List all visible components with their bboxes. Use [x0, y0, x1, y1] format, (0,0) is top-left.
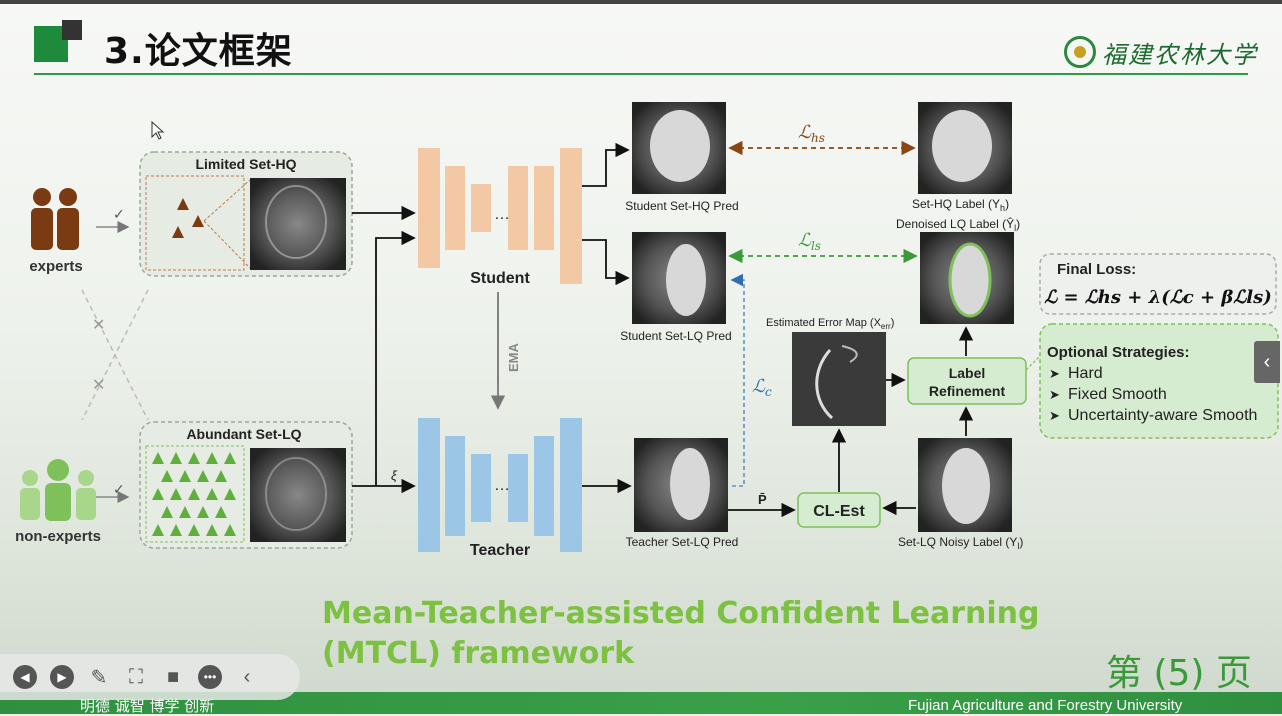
label-refinement-line1: Label [949, 365, 986, 381]
strategy-marker-icon: ➤ [1049, 387, 1060, 402]
estimated-error-map-label: Estimated Error Map (Xerr) [766, 317, 894, 331]
experts-check-icon: ✓ [113, 206, 125, 222]
non-experts-label: non-experts [15, 528, 101, 545]
collapse-icon[interactable]: ‹ [243, 665, 251, 688]
experts-icon [31, 188, 79, 250]
label-refinement-line2: Refinement [929, 383, 1006, 399]
teacher-label: Teacher [470, 542, 530, 559]
loss-hs-label: ℒhs [798, 122, 825, 145]
lq-mri-image [250, 448, 346, 542]
non-experts-icon [20, 459, 96, 521]
strategy-marker-icon: ➤ [1049, 366, 1060, 381]
optional-strategies-box [1039, 323, 1279, 439]
sethq-label-caption: Set-HQ Label (Yh) [912, 197, 1009, 213]
final-loss-title: Final Loss: [1057, 261, 1136, 278]
camera-icon[interactable]: ■ [166, 665, 180, 688]
loss-ls-label: ℒls [798, 230, 821, 253]
caption-line-1: Mean-Teacher-assisted Confident Learning [322, 596, 1040, 631]
set-lq-noisy-label-caption: Set-LQ Noisy Label (Yl) [898, 535, 1023, 551]
strategy-marker-icon: ➤ [1049, 408, 1060, 423]
side-collapse-icon[interactable]: ‹ [1254, 341, 1280, 383]
experts-label: experts [29, 258, 82, 275]
limited-set-hq-title: Limited Set-HQ [195, 156, 296, 172]
loss-c-label: ℒc [752, 376, 772, 399]
strategy-item: Fixed Smooth [1068, 386, 1167, 403]
student-dots: … [494, 206, 510, 223]
more-icon[interactable]: ••• [198, 665, 222, 689]
student-lq-pred-label: Student Set-LQ Pred [620, 329, 731, 343]
final-loss-formula: ℒ = ℒhs + λ(ℒc + βℒls) [1044, 287, 1271, 308]
footer-bar [0, 692, 1282, 714]
optional-strategies-title: Optional Strategies: [1047, 344, 1190, 361]
footer-university-name: Fujian Agriculture and Forestry Universi… [908, 697, 1183, 714]
student-network [418, 148, 582, 284]
final-loss-box [1039, 253, 1277, 315]
window-top-border [0, 0, 1282, 4]
presentation-toolbar: ◀ ▶ ✎ ⛶ ■ ••• ‹ [0, 654, 300, 700]
student-hq-pred-label: Student Set-HQ Pred [625, 199, 738, 213]
back-icon[interactable]: ◀ [13, 665, 37, 689]
caption-line-2: (MTCL) framework [322, 636, 635, 671]
hq-mri-image [250, 178, 346, 270]
slide-title: 3.论文框架 [104, 31, 293, 72]
university-logo: 福建农林大学 [1064, 34, 1258, 70]
play-icon[interactable]: ▶ [50, 665, 74, 689]
footer-motto: 明德 诚智 博学 创新 [80, 697, 215, 715]
mouse-cursor-icon [151, 121, 165, 140]
title-underline [34, 73, 1248, 75]
pen-icon[interactable]: ✎ [90, 666, 108, 689]
strategy-item: Uncertainty-aware Smooth [1068, 407, 1257, 424]
nonexperts-check-icon: ✓ [113, 481, 125, 497]
p-bar-label: P̄ [758, 492, 767, 507]
cross-icon: ✕ [92, 317, 105, 334]
estimated-error-map-image [792, 332, 886, 426]
diagram-caption: Mean-Teacher-assisted Confident Learning… [322, 594, 1040, 674]
denoised-label-caption: Denoised LQ Label (Ŷl) [896, 216, 1020, 233]
university-emblem-icon [1064, 36, 1096, 68]
title-decoration-small-square [62, 20, 82, 40]
cl-est-label: CL-Est [813, 503, 865, 520]
teacher-lq-pred-label: Teacher Set-LQ Pred [626, 535, 739, 549]
noise-xi-label: ξ [391, 468, 398, 483]
teacher-network [418, 418, 582, 552]
label-refinement-box [907, 357, 1027, 405]
strategy-item: Hard [1068, 365, 1103, 382]
university-logo-text: 福建农林大学 [1102, 40, 1258, 69]
screenshot-icon[interactable]: ⛶ [129, 665, 143, 688]
ema-label: EMA [506, 343, 521, 373]
cl-est-box [797, 492, 881, 528]
cross-icon: ✕ [92, 377, 105, 394]
student-label: Student [470, 270, 530, 287]
abundant-set-lq-title: Abundant Set-LQ [186, 426, 301, 442]
teacher-dots: … [494, 477, 510, 494]
lq-annotation-triangles [152, 452, 236, 536]
page-number: 第 (5) 页 [1106, 653, 1252, 694]
